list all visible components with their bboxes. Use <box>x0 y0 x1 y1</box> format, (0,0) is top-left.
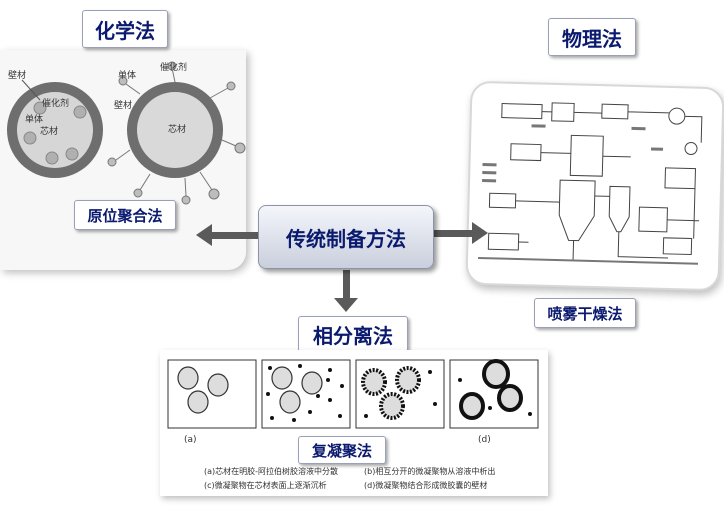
spray-drying-panel <box>465 80 724 292</box>
chemical-method-title: 化学法 <box>82 10 168 48</box>
complex-coacervation-panel: (a) (d) (a)芯材在明胶-阿拉伯树胶溶液中分散 (b)相互分开的微凝聚物… <box>160 350 548 496</box>
physical-method-title: 物理法 <box>548 18 636 56</box>
stage-d-letter: (d) <box>478 435 491 445</box>
monomer-dot <box>73 105 87 119</box>
monomer-dot <box>33 101 47 115</box>
label-catalyst-inner: 催化剂 <box>42 97 69 109</box>
in-situ-polymerization-diagram: 壁材 催化剂 单体 芯材 芯材 单体 催化剂 壁材 <box>7 61 246 205</box>
coacervation-stages-diagram: (a) (d) (a)芯材在明胶-阿拉伯树胶溶液中分散 (b)相互分开的微凝聚物… <box>167 359 539 490</box>
label-monomer-inner: 单体 <box>25 113 43 125</box>
arrow-down-shaft <box>343 270 350 300</box>
arrow-down-head <box>334 298 358 312</box>
spray-dryer-schematic <box>478 102 703 265</box>
capsule-core-right <box>137 92 213 168</box>
label-wall: 壁材 <box>8 69 26 81</box>
caption-b: (b)相互分开的微凝聚物从溶液中析出 <box>364 466 495 476</box>
monomer-dot <box>65 147 79 161</box>
label-core-inner: 芯材 <box>40 125 58 137</box>
phase-separation-title: 相分离法 <box>298 316 408 352</box>
chemical-panel: 壁材 催化剂 单体 芯材 芯材 单体 催化剂 壁材 <box>0 50 246 270</box>
label-catalyst-outer: 催化剂 <box>160 61 187 73</box>
complex-coacervation-label: 复凝聚法 <box>298 436 386 464</box>
caption-d: (d)微凝聚物结合形成微胶囊的壁材 <box>364 480 487 490</box>
monomer-dot <box>23 131 37 145</box>
caption-a: (a)芯材在明胶-阿拉伯树胶溶液中分散 <box>204 466 338 476</box>
caption-c: (c)微凝聚物在芯材表面上逐渐沉析 <box>204 480 327 490</box>
label-wall-outer: 壁材 <box>114 99 132 111</box>
spray-drying-label: 喷雾干燥法 <box>534 298 636 328</box>
traditional-methods-node: 传统制备方法 <box>258 205 434 269</box>
stage-a-letter: (a) <box>184 435 197 445</box>
traditional-methods-text: 传统制备方法 <box>286 226 406 251</box>
label-monomer-outer: 单体 <box>118 69 136 81</box>
label-core-outer: 芯材 <box>168 123 186 135</box>
in-situ-polymerization-label: 原位聚合法 <box>74 200 176 230</box>
monomer-dot <box>45 151 59 165</box>
